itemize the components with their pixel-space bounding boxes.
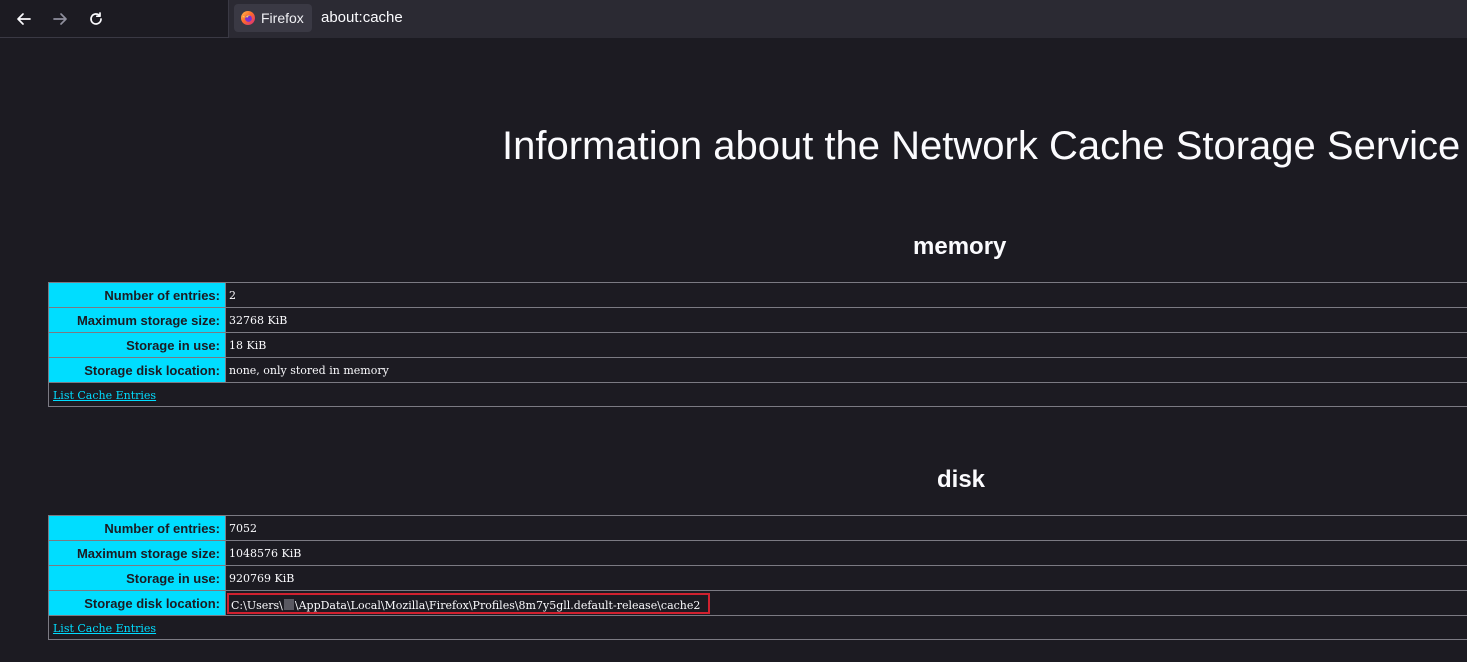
- table-row: Maximum storage size: 1048576 KiB: [49, 541, 1467, 566]
- site-identity-button[interactable]: Firefox: [234, 4, 312, 32]
- storage-in-use-label: Storage in use:: [49, 566, 226, 591]
- reload-button[interactable]: [82, 5, 110, 33]
- reload-icon: [90, 12, 102, 25]
- url-bar[interactable]: Firefox about:cache: [228, 0, 1467, 38]
- back-arrow-icon: [17, 13, 31, 25]
- disk-cache-table: Number of entries: 7052 Maximum storage …: [48, 515, 1467, 640]
- forward-button[interactable]: [46, 5, 74, 33]
- storage-disk-location-value: none, only stored in memory: [226, 358, 1467, 383]
- table-row: Storage in use: 18 KiB: [49, 333, 1467, 358]
- memory-section-heading: memory: [913, 233, 1007, 260]
- browser-toolbar: Firefox about:cache: [0, 0, 1467, 38]
- table-row: Storage disk location: none, only stored…: [49, 358, 1467, 383]
- storage-disk-location-label: Storage disk location:: [49, 591, 226, 616]
- table-row: Storage disk location: C:\Users\ \AppData…: [49, 591, 1467, 616]
- number-of-entries-label: Number of entries:: [49, 516, 226, 541]
- table-row: Number of entries: 2: [49, 283, 1467, 308]
- forward-arrow-icon: [53, 13, 67, 25]
- storage-disk-location-value: C:\Users\ \AppData\Local\Mozilla\Firefox\…: [226, 591, 1467, 616]
- redacted-username-block: [283, 598, 294, 610]
- disk-location-prefix: C:\Users\: [231, 598, 283, 612]
- firefox-logo: [241, 11, 255, 25]
- url-text[interactable]: about:cache: [321, 9, 403, 26]
- disk-list-cache-entries-link[interactable]: List Cache Entries: [53, 621, 157, 635]
- page-title: Information about the Network Cache Stor…: [502, 124, 1461, 168]
- site-identity-label: Firefox: [261, 10, 304, 26]
- disk-location-suffix: \AppData\Local\Mozilla\Firefox\Profiles\…: [294, 598, 701, 612]
- memory-list-cache-entries-link[interactable]: List Cache Entries: [53, 388, 157, 402]
- table-row: Maximum storage size: 32768 KiB: [49, 308, 1467, 333]
- maximum-storage-size-label: Maximum storage size:: [49, 541, 226, 566]
- table-row: List Cache Entries: [49, 616, 1467, 639]
- maximum-storage-size-label: Maximum storage size:: [49, 308, 226, 333]
- storage-disk-location-label: Storage disk location:: [49, 358, 226, 383]
- storage-in-use-value: 920769 KiB: [226, 566, 1467, 591]
- memory-cache-table: Number of entries: 2 Maximum storage siz…: [48, 282, 1467, 407]
- table-row: Storage in use: 920769 KiB: [49, 566, 1467, 591]
- number-of-entries-value: 2: [226, 283, 1467, 308]
- table-row: Number of entries: 7052: [49, 516, 1467, 541]
- number-of-entries-label: Number of entries:: [49, 283, 226, 308]
- link-cell: List Cache Entries: [49, 383, 1467, 406]
- disk-section-heading: disk: [937, 466, 986, 493]
- page-content: Information about the Network Cache Stor…: [0, 38, 1467, 662]
- highlighted-disk-location: C:\Users\ \AppData\Local\Mozilla\Firefox\…: [227, 592, 711, 614]
- storage-in-use-label: Storage in use:: [49, 333, 226, 358]
- maximum-storage-size-value: 32768 KiB: [226, 308, 1467, 333]
- maximum-storage-size-value: 1048576 KiB: [226, 541, 1467, 566]
- number-of-entries-value: 7052: [226, 516, 1467, 541]
- link-cell: List Cache Entries: [49, 616, 1467, 639]
- storage-in-use-value: 18 KiB: [226, 333, 1467, 358]
- back-button[interactable]: [10, 5, 38, 33]
- table-row: List Cache Entries: [49, 383, 1467, 406]
